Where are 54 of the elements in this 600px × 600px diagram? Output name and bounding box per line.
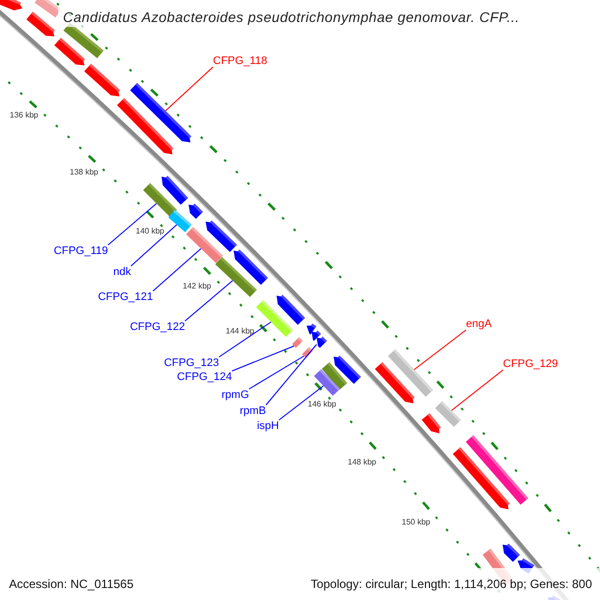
gene-feature <box>117 98 174 154</box>
gene-feature <box>292 337 303 348</box>
footer-text: Accession: NC_011565 <box>9 577 134 591</box>
gene-label: ndk <box>113 266 131 278</box>
gene-feature <box>188 204 203 219</box>
gene-feature <box>0 0 22 10</box>
gene-label: CFPG_121 <box>98 291 153 303</box>
gene-feature <box>502 544 520 562</box>
gene-feature <box>26 12 55 36</box>
leader-line <box>232 346 294 372</box>
gene-label: ispH <box>256 420 279 432</box>
gene-label: CFPG_119 <box>54 245 108 257</box>
leader-line <box>184 280 234 322</box>
leader-line <box>218 322 272 358</box>
gene-feature <box>374 362 415 404</box>
tick-label: 136 kbp <box>10 110 38 120</box>
tick-label: 150 kbp <box>402 518 430 526</box>
gene-label: CFPG_123 <box>164 357 219 369</box>
leader-line <box>451 370 504 411</box>
gene-label: CFPG_122 <box>130 321 185 333</box>
gene-feature <box>422 413 441 434</box>
gene-feature <box>316 336 327 348</box>
gene-label: CFPG_118 <box>213 55 268 67</box>
gene-feature <box>256 300 293 337</box>
tick-label: 148 kbp <box>348 458 376 466</box>
leader-line <box>165 66 214 112</box>
gene-label: CFPG_124 <box>176 371 232 383</box>
leader-line <box>278 385 324 420</box>
tick-label: 146 kbp <box>308 400 336 408</box>
leader-line <box>414 330 466 370</box>
leader-line <box>266 344 317 406</box>
leader-line <box>108 203 157 246</box>
gene-feature <box>168 210 192 232</box>
gene-feature <box>452 447 510 510</box>
gene-feature <box>435 401 461 427</box>
gene-feature <box>84 64 120 96</box>
gene-feature <box>186 227 223 263</box>
tick-label: 144 kbp <box>226 326 254 336</box>
footer-text: Topology: circular; Length: 1,114,206 bp; Genes: 800 <box>310 577 592 591</box>
gene-feature <box>302 347 313 358</box>
gene-feature <box>143 183 177 217</box>
leader-line <box>248 356 304 390</box>
gene-label: rpmG <box>222 389 249 401</box>
leader-line <box>152 248 202 292</box>
gene-feature <box>314 369 340 396</box>
tick-label: 138 kbp <box>70 168 98 176</box>
gene-label: engA <box>466 318 492 330</box>
gene-feature <box>215 257 257 297</box>
gene-label: rpmB <box>240 405 266 417</box>
gene-feature <box>54 38 86 66</box>
tick-label: 140 kbp <box>136 226 164 236</box>
tick-label: 142 kbp <box>182 282 212 290</box>
gene-label: CFPG_129 <box>503 358 558 370</box>
leader-line <box>130 224 178 266</box>
